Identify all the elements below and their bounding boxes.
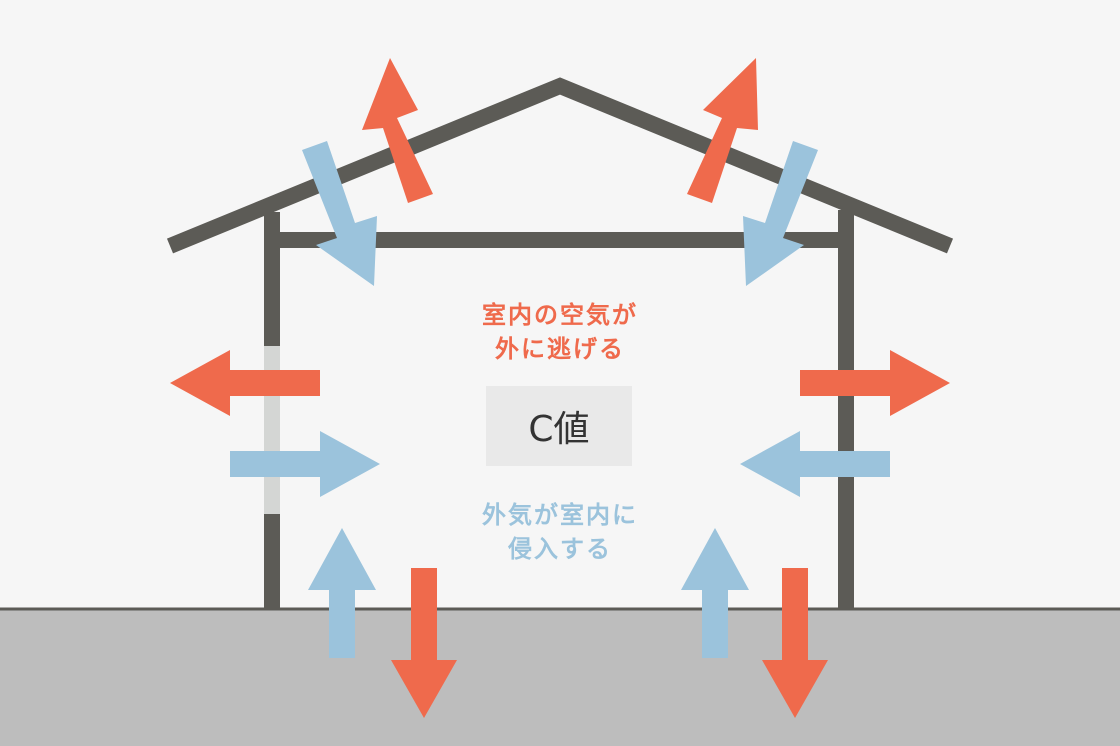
inflow-arrow-wall-left <box>230 431 380 497</box>
outflow-arrow-wall-right <box>800 350 950 416</box>
outflow-arrow-floor-left <box>391 568 457 718</box>
air-leak-label: 室内の空気が 外に逃げる <box>440 298 680 366</box>
air-leak-label-line-1: 室内の空気が <box>482 301 638 329</box>
outflow-arrow-roof-right <box>687 58 758 203</box>
air-infiltration-label: 外気が室内に 侵入する <box>440 498 680 566</box>
inflow-arrow-floor-left <box>308 528 376 658</box>
outflow-arrow-wall-left <box>170 350 320 416</box>
roof <box>166 77 954 254</box>
inflow-arrow-roof-left <box>302 141 377 286</box>
c-value-label: C値 <box>528 409 590 450</box>
air-infiltration-label-line-1: 外気が室内に <box>482 501 638 529</box>
outflow-arrow-roof-left <box>362 58 433 203</box>
air-leak-label-line-2: 外に逃げる <box>495 335 625 363</box>
ground <box>0 610 1120 746</box>
inflow-arrow-floor-right <box>681 528 749 658</box>
c-value-box: C値 <box>486 386 632 466</box>
outflow-arrow-floor-right <box>762 568 828 718</box>
inflow-arrow-roof-right <box>743 141 818 286</box>
air-infiltration-label-line-2: 侵入する <box>508 535 612 563</box>
inflow-arrow-wall-right <box>740 431 890 497</box>
